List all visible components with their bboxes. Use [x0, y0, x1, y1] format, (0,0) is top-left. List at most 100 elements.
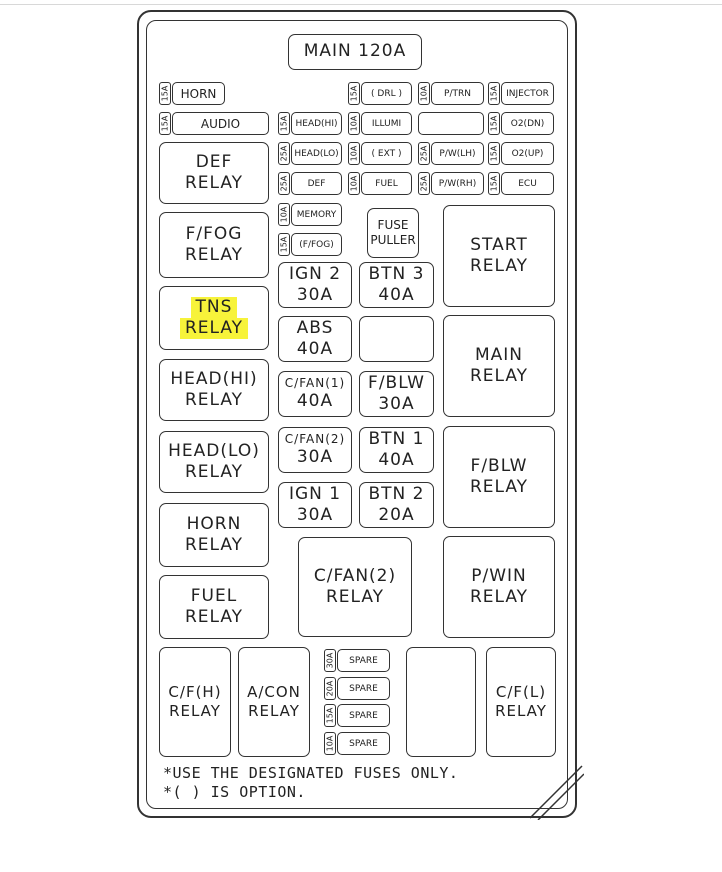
- relay-word: RELAY: [469, 256, 529, 276]
- fuse-box-inner-frame: [146, 20, 568, 809]
- fuse-label: O2(UP): [501, 142, 554, 165]
- fuse-label: SPARE: [337, 677, 390, 700]
- relay-word: RELAY: [184, 535, 244, 555]
- fuse-label: ( EXT ): [361, 142, 412, 165]
- fuse-amp: 15A: [488, 112, 500, 135]
- fuse-label: HEAD(LO): [291, 142, 342, 165]
- note-designated-fuses: *USE THE DESIGNATED FUSES ONLY.: [163, 764, 459, 782]
- relay-name: HEAD(HI): [170, 368, 258, 389]
- fusible-link-btn-1: BTN 1 40A: [359, 427, 434, 473]
- fuse-memory: 10A MEMORY: [278, 203, 342, 226]
- fuse-label: HEAD(HI): [291, 112, 342, 135]
- relay-c-f-l: C/F(L) RELAY: [486, 647, 556, 757]
- fusible-link-btn-3: BTN 3 40A: [359, 262, 434, 308]
- fuse-def: 25A DEF: [278, 172, 342, 195]
- relay-fuel: FUEL RELAY: [159, 575, 269, 639]
- fuse-amp: 15A: [488, 142, 500, 165]
- relay-word: RELAY: [184, 245, 244, 265]
- relay-word: RELAY: [469, 587, 529, 607]
- relay-word: RELAY: [469, 477, 529, 497]
- fuse-fuel: 10A FUEL: [348, 172, 412, 195]
- fuse-label: ILLUMI: [361, 112, 412, 135]
- relay-c-f-h: C/F(H) RELAY: [159, 647, 231, 757]
- relay-name: P/WIN: [471, 565, 527, 586]
- fuse-label: AUDIO: [172, 112, 269, 135]
- main-fuse-label: MAIN 120A: [303, 41, 407, 62]
- fuse-amp: 15A: [159, 82, 171, 105]
- fuse-label: DEF: [291, 172, 342, 195]
- fuse-amp: 20A: [324, 677, 336, 700]
- fuse-spare-15a: 15A SPARE: [324, 704, 390, 727]
- relay-tns: TNS RELAY: [159, 286, 269, 350]
- relay-name: DEF: [195, 151, 233, 172]
- link-amp: 30A: [378, 394, 415, 414]
- fuse-amp: 10A: [348, 172, 360, 195]
- fuse-o2-dn: 15A O2(DN): [488, 112, 554, 135]
- fusible-link-c-fan-2: C/FAN(2) 30A: [278, 427, 352, 473]
- relay-name: C/FAN(2): [313, 565, 397, 586]
- link-name: BTN 2: [368, 483, 425, 504]
- relay-p-win: P/WIN RELAY: [443, 536, 555, 638]
- fuse-puller-line1: FUSE: [377, 218, 409, 232]
- fuse-amp: 10A: [348, 112, 360, 135]
- link-amp: 30A: [296, 285, 334, 305]
- fuse-amp: 10A: [348, 142, 360, 165]
- relay-start: START RELAY: [443, 205, 555, 307]
- fuse-amp: 30A: [324, 649, 336, 672]
- link-name: ABS: [296, 317, 334, 338]
- main-fuse: MAIN 120A: [288, 34, 422, 70]
- relay-word: RELAY: [248, 702, 300, 720]
- fuse-box-outer-frame: [137, 10, 577, 818]
- corner-chamfer: [529, 765, 584, 820]
- fusible-link-c-fan-1: C/FAN(1) 40A: [278, 371, 352, 417]
- link-name: IGN 2: [288, 263, 342, 284]
- relay-word: RELAY: [469, 366, 529, 386]
- relay-word: RELAY: [184, 390, 244, 410]
- fuse-label: (F/FOG): [291, 233, 342, 256]
- fuse-label: FUEL: [361, 172, 412, 195]
- fuse-label: ECU: [501, 172, 554, 195]
- fusible-link-ign-1: IGN 1 30A: [278, 482, 352, 528]
- relay-word: RELAY: [184, 607, 244, 627]
- fusible-link-f-blw: F/BLW 30A: [359, 371, 434, 417]
- relay-word: RELAY: [179, 318, 249, 340]
- link-name: C/FAN(1): [284, 375, 346, 390]
- fuse-label: HORN: [172, 82, 225, 105]
- fuse-illumi: 10A ILLUMI: [348, 112, 412, 135]
- fuse-amp: 10A: [324, 732, 336, 755]
- link-name: BTN 3: [368, 263, 425, 284]
- fusible-link-abs: ABS 40A: [278, 316, 352, 362]
- fuse-amp: 15A: [348, 82, 360, 105]
- fuse-amp: 15A: [278, 233, 290, 256]
- relay-name: F/FOG: [185, 223, 243, 244]
- fuse-p-w-lh: 25A P/W(LH): [418, 142, 484, 165]
- fuse-spare-20a: 20A SPARE: [324, 677, 390, 700]
- note-option: *( ) IS OPTION.: [163, 783, 306, 801]
- relay-name: HORN: [186, 513, 242, 534]
- fuse-head-hi: 15A HEAD(HI): [278, 112, 342, 135]
- link-amp: 40A: [378, 285, 415, 305]
- fuse-label: SPARE: [337, 732, 390, 755]
- fuse-amp: 15A: [159, 112, 171, 135]
- relay-name: TNS: [190, 296, 238, 318]
- relay-c-fan-2: C/FAN(2) RELAY: [298, 537, 412, 637]
- fuse-ecu: 15A ECU: [488, 172, 554, 195]
- relay-word: RELAY: [184, 173, 244, 193]
- fuse-amp: 10A: [418, 82, 430, 105]
- relay-a-con: A/CON RELAY: [238, 647, 310, 757]
- relay-head-hi: HEAD(HI) RELAY: [159, 359, 269, 421]
- fuse-drl: 15A ( DRL ): [348, 82, 412, 105]
- relay-horn: HORN RELAY: [159, 503, 269, 567]
- fuse-label: SPARE: [337, 649, 390, 672]
- relay-name: FUEL: [190, 585, 238, 606]
- fuse-label: P/W(RH): [431, 172, 484, 195]
- relay-name: HEAD(LO): [168, 440, 260, 461]
- fuse-amp: 10A: [278, 203, 290, 226]
- fuse-puller-line2: PULLER: [370, 233, 416, 247]
- fuse-p-trn: 10A P/TRN: [418, 82, 484, 105]
- fuse-label: O2(DN): [501, 112, 554, 135]
- fuse-ext: 10A ( EXT ): [348, 142, 412, 165]
- fuse-label: SPARE: [337, 704, 390, 727]
- link-amp: 40A: [378, 450, 415, 470]
- relay-name: A/CON: [247, 683, 301, 702]
